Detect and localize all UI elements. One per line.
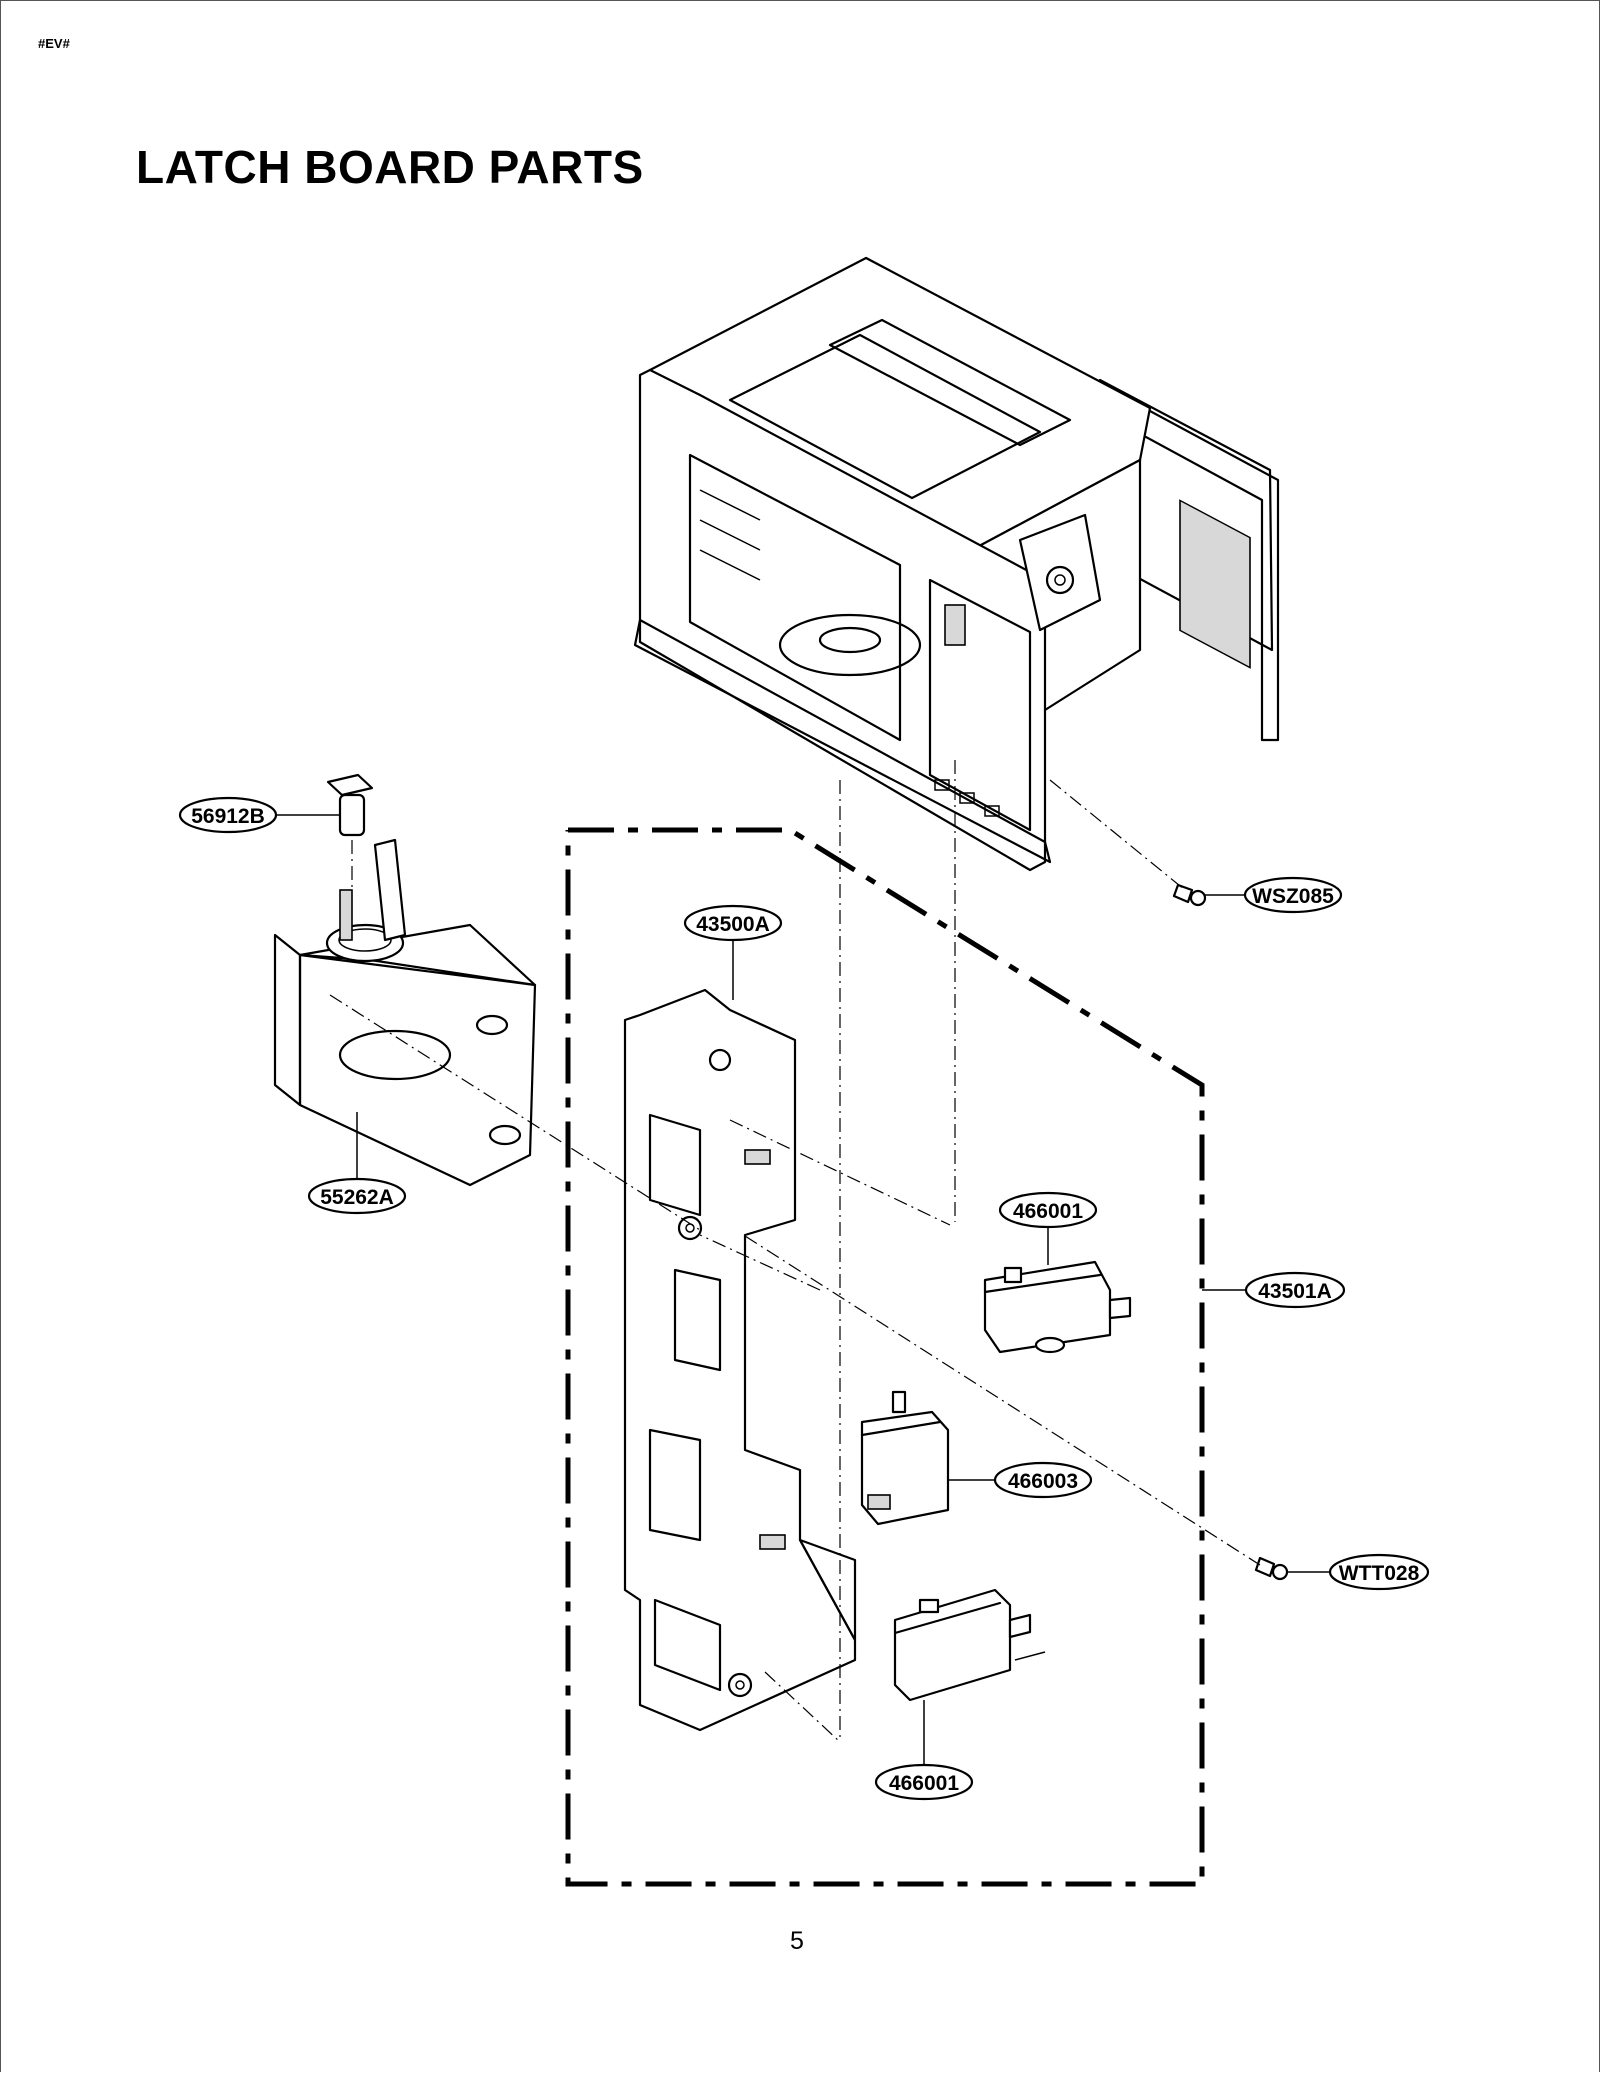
part-number-label: WSZ085 — [1252, 885, 1334, 908]
latch-board — [623, 988, 857, 1732]
part-callout-56912B: 56912B — [178, 796, 340, 834]
switch-466001-lower — [893, 1588, 1046, 1702]
part-number-label: 43500A — [696, 913, 770, 936]
switch-466003 — [860, 1390, 950, 1526]
latch-board-assembly-outline — [565, 827, 1205, 1887]
part-callout-466001-lower: 466001 — [874, 1700, 974, 1801]
page-number: 5 — [790, 1927, 804, 1955]
part-callout-WSZ085: WSZ085 — [1205, 876, 1343, 914]
part-callout-466003: 466003 — [948, 1461, 1093, 1499]
part-number-label: 466003 — [1008, 1470, 1078, 1493]
page-title: LATCH BOARD PARTS — [136, 141, 644, 193]
part-number-label: 466001 — [1013, 1200, 1083, 1223]
part-callout-466001-upper: 466001 — [998, 1191, 1098, 1265]
actuator-pin — [326, 773, 374, 890]
part-number-label: 55262A — [320, 1186, 394, 1209]
part-number-label: 466001 — [889, 1772, 959, 1795]
part-number-label: 56912B — [191, 805, 265, 828]
part-callout-WTT028: WTT028 — [1287, 1553, 1430, 1591]
assembly-centerlines — [329, 760, 1261, 1743]
part-number-label: 43501A — [1258, 1280, 1332, 1303]
part-callout-55262A: 55262A — [307, 1112, 407, 1215]
part-callout-43500A: 43500A — [683, 904, 783, 1000]
screw-wtt028 — [1254, 1556, 1289, 1581]
part-callout-43501A: 43501A — [1202, 1271, 1346, 1309]
screw-wsz085 — [1172, 883, 1207, 907]
part-number-label: WTT028 — [1339, 1562, 1420, 1585]
latch-hook-holder — [273, 838, 537, 1187]
document-code: #EV# — [38, 36, 70, 51]
oven-cavity-assembly — [633, 256, 1280, 872]
switch-466001-upper — [983, 1260, 1132, 1354]
